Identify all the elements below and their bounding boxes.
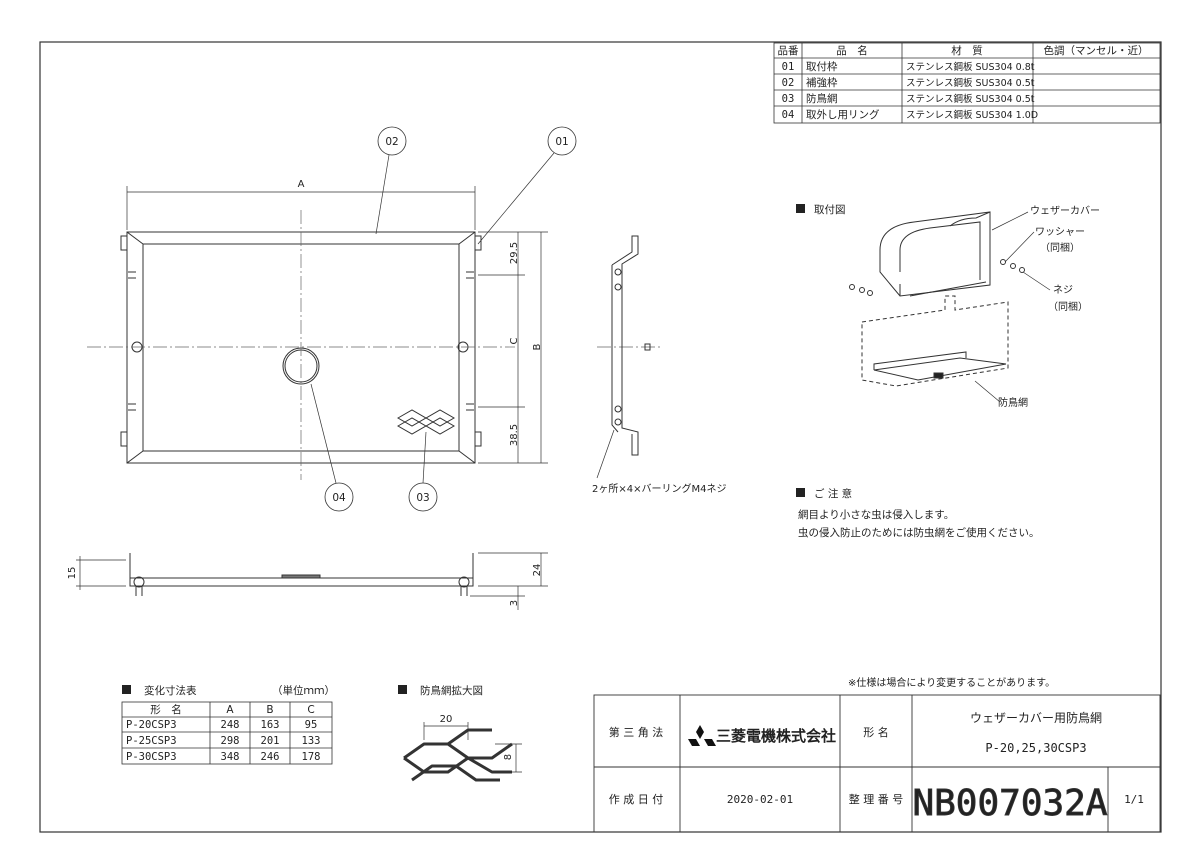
parts-row-name: 取付枠 <box>806 60 838 73</box>
mesh-detail <box>403 728 513 782</box>
label-weather-cover: ウェザーカバー <box>1030 205 1100 217</box>
size-row-b: 201 <box>261 735 280 747</box>
parts-row-no: 03 <box>782 93 795 105</box>
dim-b-label: B <box>532 343 543 350</box>
callout-03: 03 <box>416 492 429 504</box>
caution-line: 虫の侵入防止のためには防虫網をご使用ください。 <box>798 526 1040 539</box>
caution-marker <box>796 488 805 497</box>
created-date: 2020-02-01 <box>727 793 793 806</box>
parts-row-no: 01 <box>782 61 795 73</box>
center-lines <box>87 210 660 480</box>
model-label: 形 名 <box>863 725 889 739</box>
size-row-c: 178 <box>302 751 321 763</box>
parts-header-material: 材 質 <box>951 44 983 57</box>
label-washer: ワッシャー <box>1035 227 1085 238</box>
parts-row-no: 04 <box>782 109 795 121</box>
doc-no-label: 整 理 番 号 <box>849 792 904 806</box>
size-table-unit: （単位ｍｍ） <box>272 684 335 697</box>
size-row-a: 248 <box>221 719 240 731</box>
label-net: 防鳥網 <box>998 396 1028 409</box>
dimension-lines <box>126 186 548 464</box>
company-name: 三菱電機株式会社 <box>716 727 836 745</box>
dim-24: 24 <box>532 564 543 577</box>
dim-3: 3 <box>509 600 520 606</box>
mesh-dim-width: 20 <box>440 714 453 725</box>
dim-15: 15 <box>67 567 78 580</box>
bottom-view <box>129 553 474 596</box>
parts-row-no: 02 <box>782 77 795 89</box>
callout-bubbles <box>324 126 577 512</box>
leader-lines <box>310 152 615 484</box>
parts-row-name: 補強枠 <box>806 76 838 89</box>
install-heading: 取付図 <box>814 203 846 216</box>
date-label: 作 成 日 付 <box>609 793 664 806</box>
mesh-detail-heading: 防鳥網拡大図 <box>420 684 483 697</box>
title-block <box>593 694 1161 833</box>
caution-line: 網目より小さな虫は侵入します。 <box>798 508 954 521</box>
side-view <box>611 235 651 456</box>
parts-header-color: 色調（マンセル・近） <box>1044 44 1149 57</box>
parts-row-material: ステンレス鋼板 SUS304 1.0D <box>906 109 1038 121</box>
parts-table <box>773 42 1161 124</box>
install-diagram <box>849 211 1025 387</box>
size-header-b: B <box>266 704 273 716</box>
label-washer-note: （同梱） <box>1040 241 1080 254</box>
caution-heading: ご 注 意 <box>814 487 852 500</box>
parts-header-name: 品 名 <box>836 44 868 57</box>
size-table <box>121 701 333 765</box>
parts-row-material: ステンレス鋼板 SUS304 0.5t <box>906 77 1035 89</box>
dim-bottom-offset: 38.5 <box>509 424 520 446</box>
callout-02: 02 <box>385 136 398 148</box>
dim-a-label: A <box>298 179 305 190</box>
parts-row-material: ステンレス鋼板 SUS304 0.8t <box>906 61 1035 73</box>
install-leaders <box>974 211 1051 403</box>
size-row-c: 133 <box>302 735 321 747</box>
mitsubishi-logo-icon <box>688 725 716 746</box>
dim-c-label: C <box>509 337 520 344</box>
size-row-b: 246 <box>261 751 280 763</box>
size-row-model: P-20CSP3 <box>126 719 177 731</box>
size-header-model: 形 名 <box>150 703 182 716</box>
document-number: NB007032A <box>912 783 1107 824</box>
size-header-c: C <box>307 704 314 716</box>
sheet-number: 1/1 <box>1124 793 1144 806</box>
label-screw-note: （同梱） <box>1048 300 1088 313</box>
spec-note: ※仕様は場合により変更することがあります。 <box>848 676 1055 689</box>
size-row-c: 95 <box>305 719 318 731</box>
size-table-heading: 変化寸法表 <box>144 684 197 697</box>
callout-01: 01 <box>555 136 568 148</box>
mesh-dim-height: 8 <box>503 754 514 760</box>
size-row-model: P-30CSP3 <box>126 751 177 763</box>
bottom-dims <box>76 552 548 610</box>
parts-header-no: 品番 <box>778 45 799 57</box>
side-note: 2ヶ所×4×バーリングM4ネジ <box>592 482 726 495</box>
callout-04: 04 <box>332 492 346 504</box>
model-numbers: P-20,25,30CSP3 <box>985 741 1086 755</box>
dim-top-offset: 29.5 <box>509 242 520 264</box>
install-heading-marker <box>796 204 805 213</box>
label-screw: ネジ <box>1053 284 1073 296</box>
projection-label: 第 三 角 法 <box>609 725 664 739</box>
mesh-detail-marker <box>398 685 407 694</box>
size-row-a: 298 <box>221 735 240 747</box>
parts-row-material: ステンレス鋼板 SUS304 0.5t <box>906 93 1035 105</box>
size-table-marker <box>122 685 131 694</box>
product-name: ウェザーカバー用防鳥網 <box>970 710 1102 725</box>
size-row-a: 348 <box>221 751 240 763</box>
size-row-model: P-25CSP3 <box>126 735 177 747</box>
size-header-a: A <box>226 704 234 716</box>
mesh-dims <box>423 722 522 773</box>
parts-row-name: 防鳥網 <box>806 92 838 105</box>
size-row-b: 163 <box>261 719 280 731</box>
parts-row-name: 取外し用リング <box>806 108 880 121</box>
